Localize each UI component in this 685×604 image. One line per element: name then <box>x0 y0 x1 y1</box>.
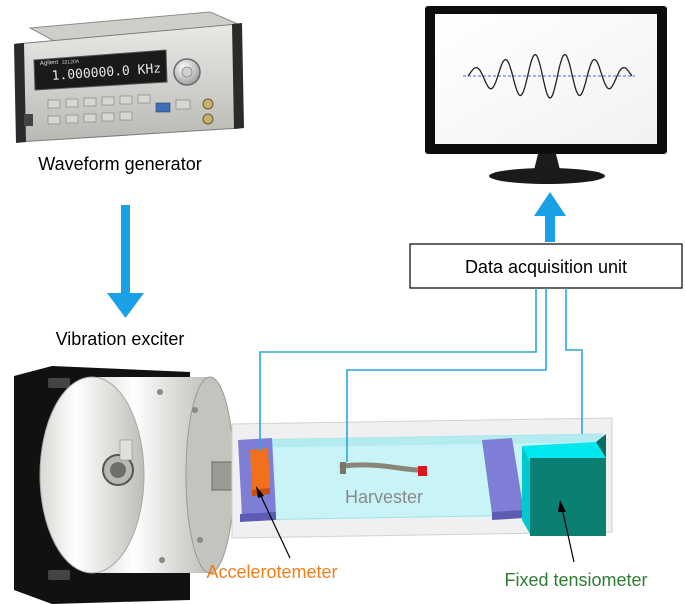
waveform-generator: Agilent 33120A 1.000000.0 KHz <box>14 11 244 143</box>
button-enter[interactable] <box>155 102 171 113</box>
button-arb[interactable] <box>137 94 151 104</box>
button-sine[interactable] <box>47 99 61 109</box>
accelerometer-wire <box>259 288 537 452</box>
button-single[interactable] <box>101 112 115 122</box>
button-triangle[interactable] <box>83 97 97 107</box>
generator-model: 33120A <box>62 59 80 66</box>
arrow-generator-to-exciter <box>107 205 144 318</box>
monitor <box>425 6 667 184</box>
waveform-generator-label: Waveform generator <box>38 154 201 174</box>
harvester-label: Harvester <box>345 487 423 507</box>
arrow-daq-to-monitor <box>534 192 566 242</box>
harvester-wire <box>346 288 547 462</box>
button-ampl[interactable] <box>65 114 79 124</box>
monitor-screen <box>435 14 657 144</box>
right-clamp <box>482 438 524 520</box>
data-acquisition-label: Data acquisition unit <box>465 257 627 277</box>
tensiometer-wire <box>565 288 583 434</box>
output-connector <box>202 113 214 125</box>
vibration-exciter-label: Vibration exciter <box>56 329 185 349</box>
signal-waveform <box>467 53 633 99</box>
button-offset[interactable] <box>83 113 97 123</box>
tensiometer-label: Fixed tensiometer <box>504 570 647 590</box>
power-button[interactable] <box>24 114 33 126</box>
generator-brand: Agilent <box>40 60 59 67</box>
harvester <box>339 462 427 476</box>
button-square[interactable] <box>65 98 79 108</box>
generator-buttons <box>47 94 191 125</box>
accelerometer-label: Accelerotemeter <box>206 562 337 582</box>
data-acquisition-unit: Data acquisition unit <box>409 243 683 289</box>
vibration-exciter <box>14 366 237 604</box>
tensiometer-pointer <box>561 507 575 563</box>
accelerometer-pointer <box>259 493 291 559</box>
button-ramp[interactable] <box>101 96 115 106</box>
button-shift[interactable] <box>175 99 191 110</box>
signal-wires <box>259 288 583 462</box>
accelerometer <box>250 448 270 496</box>
sync-connector <box>202 98 214 110</box>
button-recall[interactable] <box>119 111 133 121</box>
button-noise[interactable] <box>119 95 133 105</box>
button-freq[interactable] <box>47 115 61 125</box>
fixed-tensiometer <box>522 434 606 536</box>
